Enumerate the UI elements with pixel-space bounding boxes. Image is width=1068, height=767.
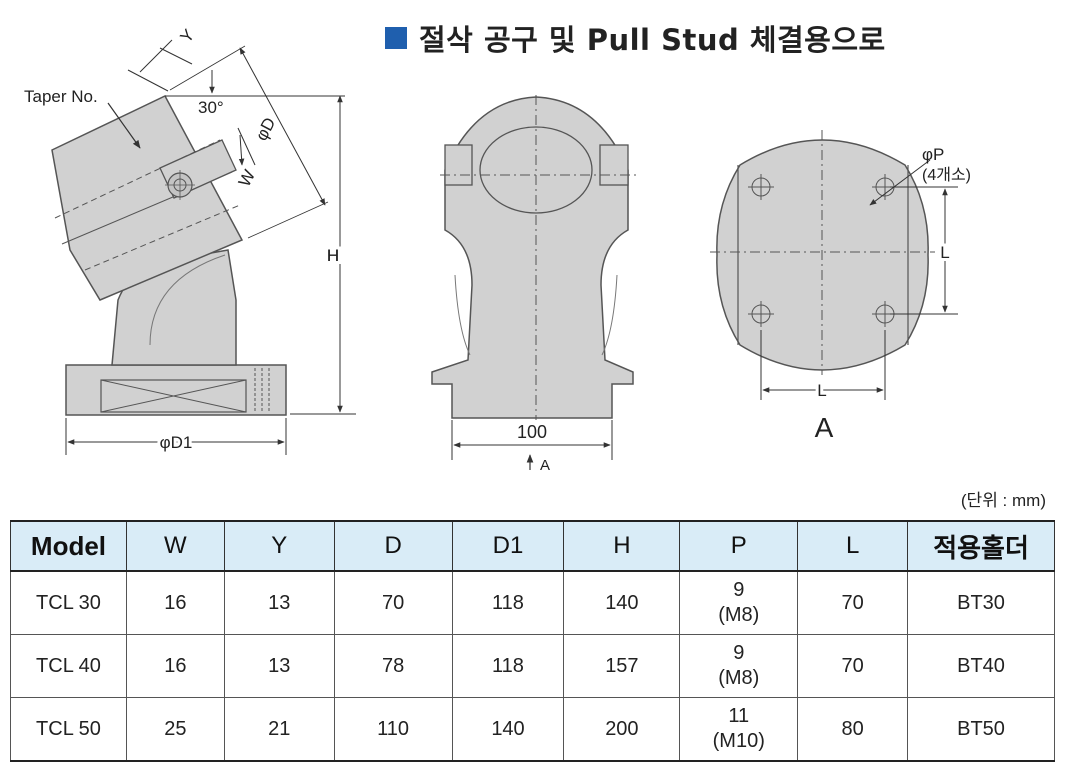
cell-d1: 140 [451,697,565,762]
cell-h: 200 [563,697,681,762]
cell-holder: BT40 [907,634,1055,698]
h-label-bg: H [327,246,339,265]
cell-p: 11 (M10) [679,697,799,762]
cell-d1: 118 [451,634,565,698]
cell-l: 70 [797,634,909,698]
taper-no-label: Taper No. [24,87,98,106]
cell-w: 25 [125,697,225,762]
cell-p-size: 11 [728,705,750,727]
cell-h: 157 [563,634,681,698]
header-y: Y [223,520,335,572]
header-p: P [679,520,799,572]
w-label: W [235,167,259,190]
technical-drawings: Taper No. 30° Y φD W H H φD1 100 A [24,26,971,474]
heading-text: 절삭 공구 및 Pull Stud 체결용으로 [419,23,886,57]
cell-p: 9 (M8) [679,634,799,698]
header-l: L [797,520,909,572]
cell-holder: BT30 [907,570,1055,635]
cell-d: 78 [333,634,453,698]
cell-p-size: 9 [733,642,745,664]
d1-label: φD1 [160,433,193,452]
header-holder: 적용홀더 [907,520,1055,572]
cell-model: TCL 50 [10,697,127,762]
cell-l: 70 [797,570,909,635]
view-a-arrow-label: A [540,457,550,474]
l-horizontal-label: L [817,381,826,400]
cell-y: 13 [223,570,335,635]
table-row: TCL 30 16 13 70 118 140 9 (M8) 70 BT30 [10,570,1055,635]
front-view-drawing: 100 A [431,95,636,474]
bottom-view-drawing: φP (4개소) L L A [710,130,971,443]
l-vertical-label: L [940,243,949,262]
blue-square-icon [385,27,407,49]
header-d: D [333,520,453,572]
table-header-row: Model W Y D D1 H P L 적용홀더 [10,520,1055,572]
p-count-label: (4개소) [922,166,971,184]
spec-table: Model W Y D D1 H P L 적용홀더 TCL 30 16 13 7… [10,520,1055,762]
cell-p: 9 (M8) [679,570,799,635]
view-a-title: A [815,412,834,443]
table-row: TCL 50 25 21 110 140 200 11 (M10) 80 BT50 [10,697,1055,762]
cell-p-thread: (M8) [718,667,760,689]
cell-p-thread: (M8) [718,604,760,626]
cell-h: 140 [563,570,681,635]
cell-l: 80 [797,697,909,762]
p-label: φP [922,145,944,164]
y-label: Y [177,26,199,47]
cell-y: 21 [223,697,335,762]
cell-y: 13 [223,634,335,698]
d-label: φD [252,114,280,144]
h-label: H [327,246,339,265]
cell-holder: BT50 [907,697,1055,762]
header-d1: D1 [451,520,565,572]
cell-w: 16 [125,570,225,635]
cell-model: TCL 30 [10,570,127,635]
cell-p-thread: (M10) [712,730,765,752]
angle-label: 30° [198,98,224,117]
header-h: H [563,520,681,572]
section-heading: 절삭 공구 및 Pull Stud 체결용으로 [385,18,886,58]
cell-d: 70 [333,570,453,635]
cell-model: TCL 40 [10,634,127,698]
cell-w: 16 [125,634,225,698]
header-model: Model [10,520,127,572]
cell-p-size: 9 [733,579,745,601]
table-row: TCL 40 16 13 78 118 157 9 (M8) 70 BT40 [10,634,1055,698]
unit-label: (단위 : mm) [960,491,1046,510]
cell-d: 110 [333,697,453,762]
side-view-drawing: Taper No. 30° Y φD W H H φD1 [24,26,356,455]
width-100-label: 100 [517,422,547,442]
header-w: W [125,520,225,572]
cell-d1: 118 [451,570,565,635]
